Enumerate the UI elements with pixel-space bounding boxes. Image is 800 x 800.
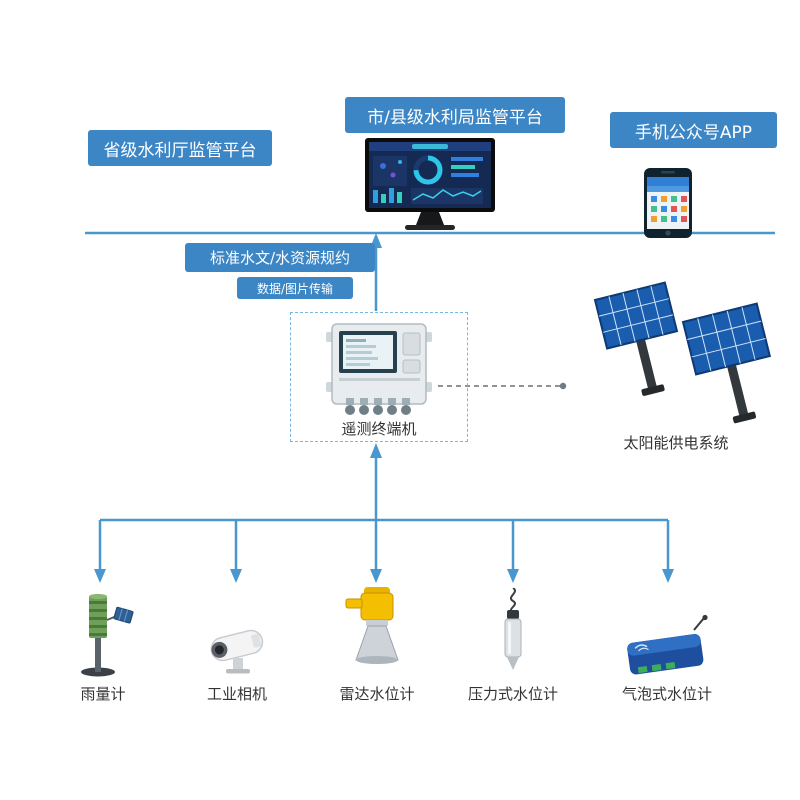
pressure-level-gauge-icon <box>504 588 522 670</box>
mobile-app-label: 手机公众号APP <box>634 122 753 143</box>
provincial-platform-label: 省级水利厅监管平台 <box>103 140 257 161</box>
sensor-bubble-level-gauge: 气泡式水位计 <box>607 586 727 704</box>
sensor-label: 压力式水位计 <box>467 685 558 703</box>
transmission-box: 数据/图片传输 <box>237 277 353 299</box>
industrial-camera-icon <box>210 629 264 674</box>
bubble-level-gauge-icon <box>627 614 708 675</box>
protocol-box: 标准水文/水资源规约 <box>185 243 375 272</box>
down-arrow-bubble <box>662 569 674 583</box>
terminal-dashed-box <box>290 312 468 442</box>
sensor-industrial-camera: 工业相机 <box>177 586 297 704</box>
power-cable <box>438 382 567 390</box>
rain-gauge-icon-holder <box>68 586 138 678</box>
protocol-label: 标准水文/水资源规约 <box>209 249 351 267</box>
radar-level-gauge-icon <box>345 587 399 664</box>
sensor-label: 雷达水位计 <box>339 685 415 703</box>
pressure-gauge-icon-holder <box>493 586 533 678</box>
mobile-app-box: 手机公众号APP <box>610 112 777 148</box>
down-arrow-pressure <box>507 569 519 583</box>
sensor-radar-level-gauge: 雷达水位计 <box>317 586 437 704</box>
city-county-platform-box: 市/县级水利局监管平台 <box>345 97 565 133</box>
sensor-label: 气泡式水位计 <box>621 685 712 703</box>
city-county-platform-label: 市/县级水利局监管平台 <box>367 107 543 128</box>
solar-label: 太阳能供电系统 <box>623 434 729 452</box>
down-arrow-camera <box>230 569 242 583</box>
industrial-camera-icon-holder <box>201 586 273 678</box>
up-arrow-to-terminal <box>370 443 382 458</box>
sensor-rain-gauge: 雨量计 <box>43 586 163 704</box>
sensor-label: 雨量计 <box>80 685 126 703</box>
down-arrow-radar <box>370 569 382 583</box>
solar-panels-icon <box>593 281 772 424</box>
sensor-pressure-level-gauge: 压力式水位计 <box>453 586 573 704</box>
monitor-icon <box>365 138 495 230</box>
provincial-platform-box: 省级水利厅监管平台 <box>88 130 272 166</box>
down-arrow-rain <box>94 569 106 583</box>
terminal-label: 遥测终端机 <box>341 420 417 438</box>
radar-gauge-icon-holder <box>342 586 412 678</box>
bubble-gauge-icon-holder <box>620 586 714 678</box>
rain-gauge-icon <box>81 593 134 677</box>
phone-icon <box>644 168 692 238</box>
transmission-label: 数据/图片传输 <box>256 281 334 296</box>
sensor-label: 工业相机 <box>206 685 267 703</box>
telemetry-terminal-icon <box>326 323 432 415</box>
